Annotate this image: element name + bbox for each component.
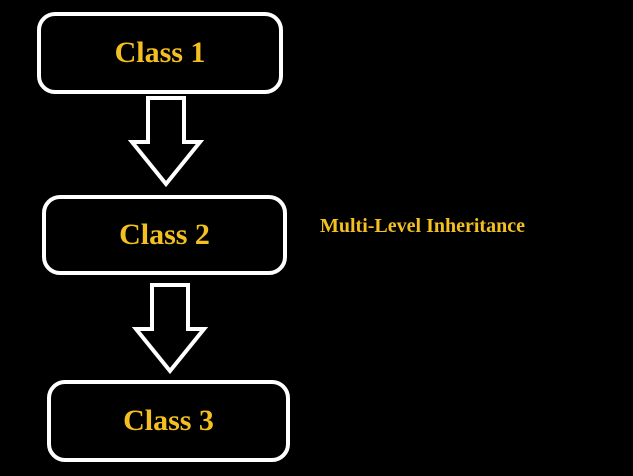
class-2-label: Class 2 bbox=[119, 218, 210, 251]
down-arrow-icon bbox=[127, 96, 205, 188]
class-3-box: Class 3 bbox=[47, 380, 290, 462]
class-1-label: Class 1 bbox=[114, 36, 206, 69]
diagram-caption: Multi-Level Inheritance bbox=[320, 215, 525, 237]
down-arrow-icon bbox=[131, 283, 209, 375]
class-3-label: Class 3 bbox=[123, 404, 214, 437]
class-1-box: Class 1 bbox=[37, 12, 283, 94]
class-2-box: Class 2 bbox=[42, 195, 287, 275]
